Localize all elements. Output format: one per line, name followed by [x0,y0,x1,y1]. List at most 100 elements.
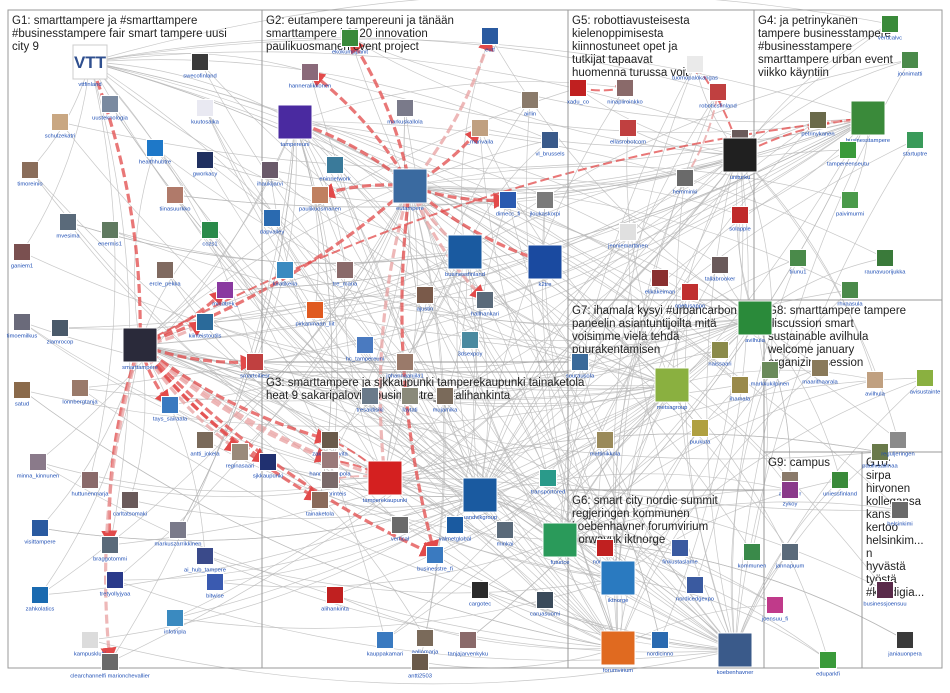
node-markkukilpinen[interactable]: markkukilpinen [751,361,790,388]
node-tre_maria[interactable]: tre_maria [333,261,358,288]
node-businessfinland[interactable]: businessfinland [445,234,485,278]
node-markuskallola[interactable]: markuskallola [387,99,423,126]
node-k2tre[interactable]: k2tre [527,244,563,288]
node-solapple[interactable]: solapple [729,206,751,233]
node-ziamrocop[interactable]: ziamrocop [47,319,74,346]
node-businessjoensuu[interactable]: businessjoensuu [863,581,907,608]
node-zahkolatics[interactable]: zahkolatics [26,586,55,613]
node-antti2503[interactable]: antti2503 [408,653,432,680]
node-antti_jokela[interactable]: antti_jokela [190,431,220,458]
node-markuszarrikkinen[interactable]: markuszarrikkinen [154,521,202,548]
node-jenniemarttinen[interactable]: jenniemarttinen [607,223,648,250]
node-uusteknologia[interactable]: uusteknologia [92,95,129,122]
node-satud[interactable]: satud [13,381,31,408]
node-infotripla[interactable]: infotripla [164,609,187,636]
node-koebenhavner[interactable]: koebenhavner [717,632,754,676]
node-mindtrek[interactable]: mindtrek_ [212,281,239,308]
node-nordicedgexpo[interactable]: nordicedgexpo [676,576,714,603]
node-paulivaalimaa[interactable]: paulivaalimaa [862,443,898,470]
node-iktnorge[interactable]: iktnorge [600,560,636,604]
node-clearchannelfi[interactable]: clearchannelfi marionchevallier [70,653,150,680]
node-3dsexpoy[interactable]: 3dsexpoy [458,331,483,358]
node-eutf[interactable]: eutf [481,27,499,54]
node-naissaari[interactable]: naissaari [708,341,732,368]
node-uniessfinland[interactable]: uniessfinland [823,471,857,498]
node-paulikuosmanen[interactable]: paulikuosmanen [299,186,341,213]
node-ihaukijarvi[interactable]: ihaukijarvi [257,161,283,188]
node-sallomarja[interactable]: aallomarja [412,629,440,656]
node-avilhula2[interactable]: avilhula [865,371,886,398]
node-valmetglobal[interactable]: valmetglobal [439,516,472,543]
node-smarttampere[interactable]: smarttampere [122,327,158,371]
node-sandvikgroup[interactable]: sandvikgroup [462,477,498,521]
node-minna_kinnunen[interactable]: minna_kinnunen [17,453,60,480]
node-avilhula[interactable]: avilhula [737,300,773,344]
node-tamperekaupunki[interactable]: tamperekaupunki [363,460,407,504]
node-ai_hub_tampere[interactable]: ai_hub_tampere [184,547,226,574]
node-healthhubtre[interactable]: healthhubtre [139,139,171,166]
node-braggotommi[interactable]: braggotommi [93,536,127,563]
node-hallhankari[interactable]: hallhankari [471,291,499,318]
node-xadu_co[interactable]: xadu_co [567,79,589,106]
node-joonimatti[interactable]: joonimatti [897,51,923,78]
node-visittampere[interactable]: visittampere [24,519,56,546]
node-metsagroup[interactable]: metsagroup [654,367,690,411]
node-enermis1[interactable]: enermis1 [98,221,122,248]
node-huttunenmarja[interactable]: huttunenmarja [71,471,109,498]
node-joensuu_fi[interactable]: joensuu_fi [761,596,788,623]
node-lonnbergtanja[interactable]: lonnbergtanja [62,379,98,406]
node-tretyollyjyaa[interactable]: tretyollyjyaa [100,571,131,598]
node-eduparkfi[interactable]: eduparkfi [816,651,840,678]
node-kristanrinteis[interactable]: kristanrinteis [314,471,347,498]
node-timoemilkus[interactable]: timoemilkus [7,313,38,340]
node-rhvaasula[interactable]: rhvaasula [837,281,863,308]
node-jloukaskorpi[interactable]: jloukaskorpi [529,191,561,218]
node-cozs1[interactable]: cozs1 [201,221,219,248]
node-eninnetwork[interactable]: eninnetwork [319,156,351,183]
node-tuomopalokangas[interactable]: tuomopalokangas [672,55,718,82]
node-jannapuum[interactable]: jannapuum [775,543,805,570]
node-airlin[interactable]: airlin [521,91,539,118]
node-businesstre_fi[interactable]: businesstre_fi [417,546,453,573]
node-tays_sairaala[interactable]: tays_sairaala [153,396,188,423]
node-kauppakamari[interactable]: kauppakamari [367,631,403,658]
node-laytati[interactable]: laytati [401,387,419,414]
node-transportored[interactable]: transportored [531,469,565,496]
node-tampereenseutu[interactable]: tampereenseutu [827,141,869,168]
node-futurice[interactable]: futurice [542,522,578,566]
node-tallabrooker[interactable]: tallabrooker [705,256,735,283]
node-raunavuorijukka[interactable]: raunavuorijukka [865,249,907,276]
node-minkai[interactable]: minkai [496,521,514,548]
node-johannaanjila[interactable]: johannaanjila1 [385,353,424,380]
node-bitwise[interactable]: bitwise [206,573,224,600]
node-reginasaari[interactable]: reginasaari [226,443,255,470]
node-timoreinio[interactable]: timoreinio [17,161,43,188]
node-tampereuni[interactable]: tampereuni [277,104,313,148]
node-elikakeiman[interactable]: elikakeiman [645,269,676,296]
node-petrinykanen[interactable]: petrinykanen [801,111,835,138]
node-schulzekatri[interactable]: schulzekatri [45,113,76,140]
node-hemminki[interactable]: hemminki [673,169,698,196]
node-reguljeringen[interactable]: reguljeringen [881,431,915,458]
node-vertical[interactable]: vertical [391,516,409,543]
node-tiiunu1[interactable]: tiiunu1 [789,249,807,276]
node-kiratikeila[interactable]: kiratikeila [273,261,298,288]
node-businesstampere[interactable]: businesstampere [846,100,890,144]
node-opetusappo[interactable]: opetusappo [675,283,705,310]
node-sjkkaupunki[interactable]: sjkkaupunki [253,453,283,480]
node-ihamala[interactable]: ihamala [730,376,751,403]
node-kampusklubi[interactable]: kampusklubi [74,631,106,658]
node-dimecc_fi[interactable]: dimecc_fi [496,191,520,218]
node-tanjajarvenkyku[interactable]: tanjajarvenkyku [448,631,488,658]
node-kuutosaika[interactable]: kuutosaika [191,99,220,126]
node-nordicinno[interactable]: nordicinno [647,631,674,658]
node-mattinikkola[interactable]: mattinikkola [590,431,621,458]
node-ninapiiroinen[interactable]: ninapiiroinkko [607,79,643,106]
node-caruasuomi[interactable]: caruasuomi [530,591,560,618]
node-forumvirium[interactable]: forumvirium [600,630,636,674]
node-puukuta[interactable]: puukuta [690,419,711,446]
node-zykoy[interactable]: zykoy [781,481,799,508]
node-mujamika[interactable]: mujamika [433,387,459,414]
node-hc_tampereuni[interactable]: hc_tampereuni [346,336,384,363]
